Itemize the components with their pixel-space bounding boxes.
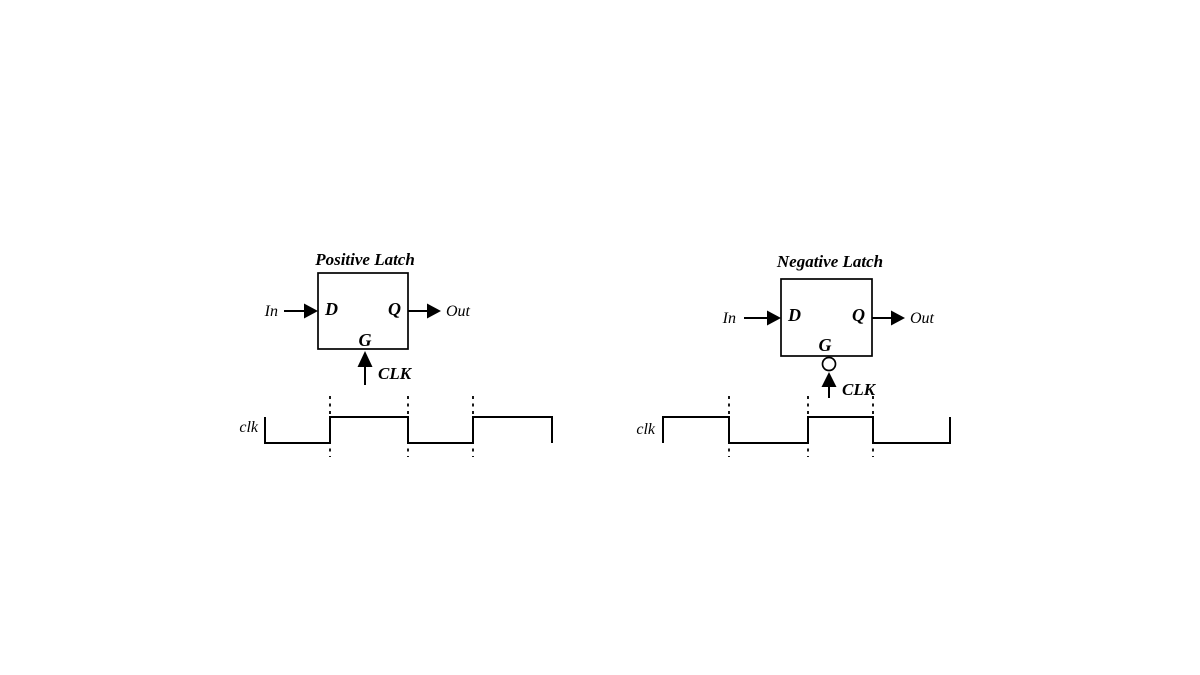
negative-latch-out-label: Out: [910, 310, 935, 327]
negative-latch-box: [780, 278, 873, 357]
negative-latch-title: Negative Latch: [776, 252, 883, 271]
positive-latch-out-label: Out: [446, 303, 471, 320]
negative-latch-out-arrowhead-icon: [891, 310, 905, 326]
positive-clock-waveform: [264, 416, 553, 444]
negative-clock-waveform-label: clk: [636, 421, 656, 438]
positive-latch-title: Positive Latch: [314, 250, 415, 269]
positive-latch-clk-arrowhead-icon: [357, 351, 373, 367]
positive-latch-pin-d: D: [324, 299, 338, 319]
negative-latch-in-label: In: [722, 310, 736, 327]
positive-latch-out-arrowhead-icon: [427, 303, 441, 319]
negative-latch-inversion-bubble-icon: [821, 356, 837, 372]
positive-latch-in-arrowhead-icon: [304, 303, 318, 319]
positive-latch-diagram: Positive Latch D Q G In Out CLK clk: [239, 250, 553, 457]
negative-latch-diagram: Negative Latch D Q G In Out CLK clk: [636, 252, 951, 457]
positive-latch-pin-g: G: [359, 330, 372, 350]
negative-latch-pin-d: D: [787, 305, 801, 325]
negative-clock-edge-dashes: [728, 396, 874, 457]
positive-clock-waveform-label: clk: [239, 419, 259, 436]
negative-latch-clk-arrowhead-icon: [821, 372, 837, 387]
positive-latch-pin-q: Q: [388, 299, 401, 319]
negative-latch-pin-q: Q: [852, 305, 865, 325]
negative-clock-waveform: [662, 416, 951, 444]
negative-latch-pin-g: G: [819, 335, 832, 355]
negative-latch-in-arrowhead-icon: [767, 310, 781, 326]
positive-latch-box: [317, 272, 409, 350]
positive-clock-edge-dashes: [329, 396, 474, 457]
positive-latch-clk-label: CLK: [378, 364, 413, 383]
negative-latch-clk-label: CLK: [842, 380, 877, 399]
positive-latch-in-label: In: [264, 303, 278, 320]
